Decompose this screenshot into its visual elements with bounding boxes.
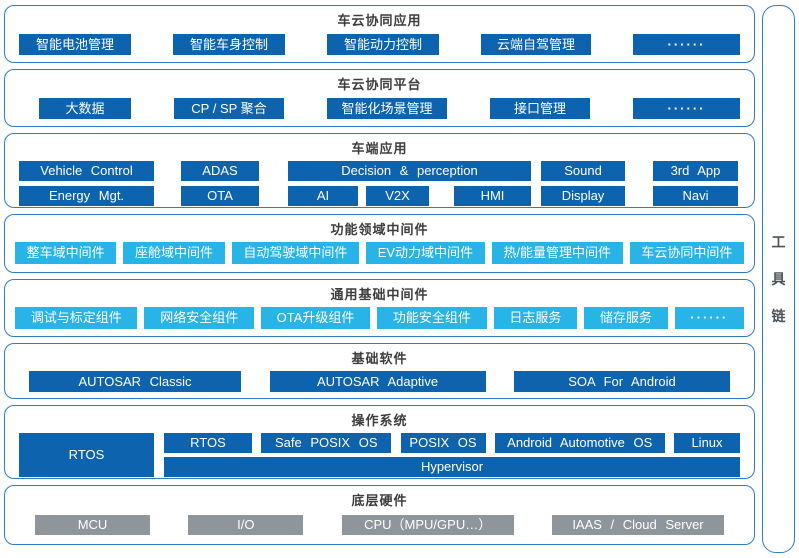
box-smart-scenario-mgmt: 智能化场景管理	[327, 98, 447, 119]
section-cloud-apps: 车云协同应用 智能电池管理 智能车身控制 智能动力控制 云端自驾管理 ·····…	[4, 5, 755, 63]
toolchain-label-char-1: 工	[771, 234, 786, 250]
os-row: RTOS RTOS Safe POSIX OS POSIX OS Android…	[5, 433, 754, 477]
box-storage-service: 储存服务	[584, 307, 668, 329]
toolchain-label-char-3: 链	[771, 308, 786, 324]
section-title-os: 操作系统	[351, 413, 408, 428]
box-sound: Sound	[541, 161, 625, 181]
box-cp-sp-aggregation: CP / SP 聚合	[174, 98, 284, 119]
layer-stack: 车云协同应用 智能电池管理 智能车身控制 智能动力控制 云端自驾管理 ·····…	[4, 5, 755, 545]
box-big-data: 大数据	[39, 98, 131, 119]
box-cloud-autodrive-mgmt: 云端自驾管理	[481, 34, 591, 55]
box-mcu: MCU	[35, 515, 150, 535]
box-smart-body-control: 智能车身控制	[173, 34, 285, 55]
box-display: Display	[541, 186, 625, 206]
section-title-domain-middleware: 功能领域中间件	[330, 222, 429, 237]
box-smart-power-control: 智能动力控制	[327, 34, 439, 55]
box-safe-posix-os: Safe POSIX OS	[261, 433, 392, 453]
box-smart-battery-mgmt: 智能电池管理	[19, 34, 131, 55]
section-title-vehicle-apps: 车端应用	[351, 141, 408, 156]
box-rtos-main: RTOS	[19, 433, 154, 477]
box-autosar-classic: AUTOSAR Classic	[29, 371, 241, 392]
box-ev-power-domain-mw: EV动力域中间件	[366, 242, 485, 264]
box-hmi: HMI	[454, 186, 531, 206]
box-decision-perception: Decision & perception	[288, 161, 531, 181]
section-title-cloud-platform: 车云协同平台	[337, 77, 422, 92]
section-domain-middleware: 功能领域中间件 整车域中间件 座舱域中间件 自动驾驶域中间件 EV动力域中间件 …	[4, 214, 755, 273]
basic-software-row: AUTOSAR Classic AUTOSAR Adaptive SOA For…	[5, 371, 754, 392]
box-io: I/O	[188, 515, 304, 535]
box-v2x: V2X	[366, 186, 429, 206]
box-cpu: CPU（MPU/GPU…）	[341, 515, 514, 535]
box-cockpit-domain-mw: 座舱域中间件	[123, 242, 225, 264]
box-autosar-adaptive: AUTOSAR Adaptive	[269, 371, 486, 392]
section-cloud-platform: 车云协同平台 大数据 CP / SP 聚合 智能化场景管理 接口管理 ·····…	[4, 69, 755, 127]
box-more-middleware: ······	[674, 307, 744, 329]
toolchain-sidebar: 工 具 链	[762, 5, 795, 553]
domain-middleware-row: 整车域中间件 座舱域中间件 自动驾驶域中间件 EV动力域中间件 热/能量管理中间…	[5, 242, 754, 264]
box-soa-for-android: SOA For Android	[514, 371, 730, 392]
box-rtos-2: RTOS	[164, 433, 252, 453]
cloud-platform-row: 大数据 CP / SP 聚合 智能化场景管理 接口管理 ······	[5, 98, 754, 119]
box-thermal-energy-mw: 热/能量管理中间件	[491, 242, 623, 264]
box-ota-upgrade: OTA升级组件	[260, 307, 371, 329]
section-basic-software: 基础软件 AUTOSAR Classic AUTOSAR Adaptive SO…	[4, 343, 755, 399]
box-debug-calibration: 调试与标定组件	[15, 307, 138, 329]
section-title-hardware: 底层硬件	[351, 493, 408, 508]
section-os: 操作系统 RTOS RTOS Safe POSIX OS POSIX OS An…	[4, 405, 755, 479]
cloud-apps-row: 智能电池管理 智能车身控制 智能动力控制 云端自驾管理 ······	[5, 34, 754, 55]
section-title-cloud-apps: 车云协同应用	[337, 13, 422, 28]
box-more-platform: ······	[633, 98, 740, 119]
box-interface-mgmt: 接口管理	[490, 98, 590, 119]
section-title-common-middleware: 通用基础中间件	[330, 287, 429, 302]
os-right-group: RTOS Safe POSIX OS POSIX OS Android Auto…	[164, 433, 740, 477]
box-3rd-app: 3rd App	[653, 161, 738, 181]
box-linux: Linux	[674, 433, 740, 453]
box-vehicle-control: Vehicle Control	[19, 161, 154, 181]
box-cloud-collab-mw: 车云协同中间件	[629, 242, 744, 264]
vehicle-apps-row-1: Vehicle Control ADAS Decision & percepti…	[5, 161, 754, 181]
os-top-row: RTOS Safe POSIX OS POSIX OS Android Auto…	[164, 433, 740, 453]
box-posix-os: POSIX OS	[400, 433, 486, 453]
common-middleware-row: 调试与标定组件 网络安全组件 OTA升级组件 功能安全组件 日志服务 储存服务 …	[5, 307, 754, 329]
box-autodrive-domain-mw: 自动驾驶域中间件	[231, 242, 360, 264]
hardware-row: MCU I/O CPU（MPU/GPU…） IAAS / Cloud Serve…	[5, 515, 754, 535]
box-hypervisor: Hypervisor	[164, 457, 740, 477]
section-common-middleware: 通用基础中间件 调试与标定组件 网络安全组件 OTA升级组件 功能安全组件 日志…	[4, 279, 755, 337]
box-adas: ADAS	[181, 161, 259, 181]
box-iaas-cloud-server: IAAS / Cloud Server	[551, 515, 724, 535]
section-vehicle-apps: 车端应用 Vehicle Control ADAS Decision & per…	[4, 133, 755, 208]
box-functional-safety: 功能安全组件	[377, 307, 487, 329]
box-more-cloud-apps: ······	[633, 34, 740, 55]
box-energy-mgt: Energy Mgt.	[19, 186, 154, 206]
box-ota: OTA	[181, 186, 259, 206]
box-android-automotive-os: Android Automotive OS	[494, 433, 665, 453]
section-title-basic-software: 基础软件	[351, 351, 408, 366]
box-ai: AI	[288, 186, 358, 206]
box-vehicle-domain-mw: 整车域中间件	[15, 242, 117, 264]
vehicle-apps-row-2: Energy Mgt. OTA AI V2X HMI Display Navi	[5, 186, 754, 206]
box-network-security: 网络安全组件	[144, 307, 254, 329]
box-navi: Navi	[653, 186, 738, 206]
box-log-service: 日志服务	[493, 307, 578, 329]
section-hardware: 底层硬件 MCU I/O CPU（MPU/GPU…） IAAS / Cloud …	[4, 485, 755, 545]
toolchain-label-char-2: 具	[771, 271, 786, 287]
